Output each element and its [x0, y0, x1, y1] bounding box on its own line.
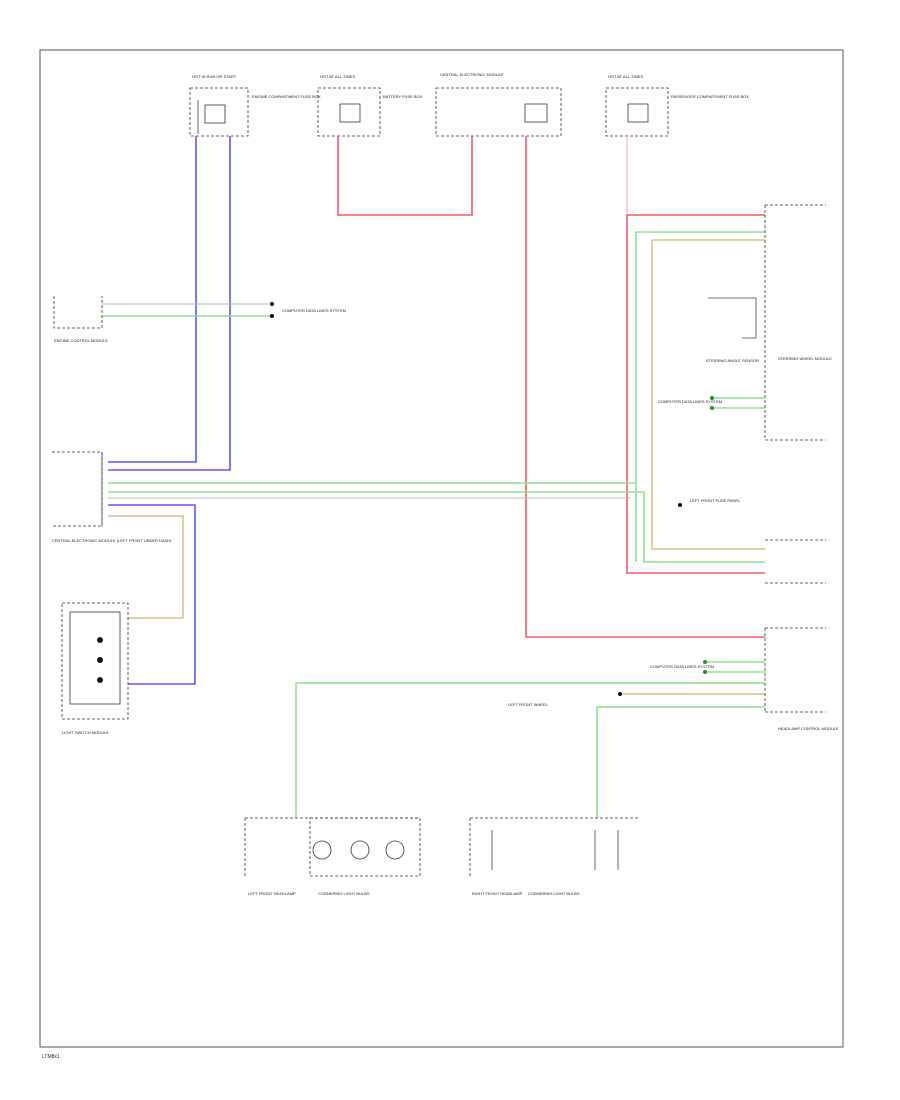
left-front-module [765, 539, 826, 584]
central-module-label: CENTRAL ELECTRONIC MODULE (LEFT FRONT UN… [52, 538, 172, 543]
fuse-box-2: HOT AT ALL TIMES BATTERY FUSE BOX [317, 74, 423, 137]
ref-right-2: LEFT FRONT FUSE PANEL [678, 498, 741, 507]
wire-blue-3 [108, 504, 196, 685]
fuse-box-1-desc: ENGINE COMPARTMENT FUSE BOX [252, 94, 321, 99]
fuse-box-4: HOT AT ALL TIMES PASSENGER COMPARTMENT F… [605, 74, 749, 137]
ref-right-1-label: COMPUTER DATA LINES SYSTEM [658, 399, 722, 404]
headlamp-module-label: HEADLAMP CONTROL MODULE [778, 726, 839, 731]
wire-blue-1 [108, 136, 197, 463]
left-headlamp: LEFT FRONT HEADLAMP CORNERING LIGHT BULB… [244, 817, 421, 896]
left-lamps-label: CORNERING LIGHT BULBS [318, 891, 370, 896]
steering-module: STEERING ANGLE SENSOR STEERING WHEEL MOD… [658, 204, 832, 441]
fuse-box-1: HOT IN RUN OR START ENGINE COMPARTMENT F… [189, 74, 321, 137]
engine-module-label: ENGINE CONTROL MODULE [54, 338, 108, 343]
fuse-box-4-label: HOT AT ALL TIMES [608, 74, 643, 79]
ref-right-3-label: LEFT FRONT WHEEL [508, 702, 549, 707]
fuse-box-3: CENTRAL ELECTRONIC MODULE [435, 72, 562, 137]
ref-right-4-label: COMPUTER DATA LINES SYSTEM [650, 664, 714, 669]
steering-angle-label: STEERING ANGLE SENSOR [706, 358, 759, 363]
fuse-box-3-label: CENTRAL ELECTRONIC MODULE [440, 72, 504, 77]
steering-module-label: STEERING WHEEL MODULE [778, 356, 832, 361]
steering-angle-wires [708, 297, 757, 339]
wire-green-6 [596, 706, 765, 818]
wire-blue-2 [108, 136, 231, 471]
ref-right-2-label: LEFT FRONT FUSE PANEL [690, 498, 741, 503]
footer-code: LTM8x1 [42, 1054, 60, 1060]
wire-red-2 [525, 136, 765, 638]
fuse-box-2-label: HOT AT ALL TIMES [320, 74, 355, 79]
fuse-box-1-label: HOT IN RUN OR START [192, 74, 237, 79]
wire-tan-3 [651, 240, 765, 550]
switch-module: LIGHT SWITCH MODULE [61, 602, 129, 735]
right-headlamp-label: RIGHT FRONT HEADLAMP [472, 891, 523, 896]
diagram-frame [39, 49, 844, 1048]
engine-module: ENGINE CONTROL MODULE [53, 296, 108, 343]
switch-module-label: LIGHT SWITCH MODULE [62, 730, 109, 735]
left-headlamp-label: LEFT FRONT HEADLAMP [248, 891, 296, 896]
wire-green-5 [295, 682, 765, 818]
wire-green-2 [108, 491, 765, 563]
ref-left-1-label: COMPUTER DATA LINES SYSTEM [282, 308, 346, 313]
ref-left-1: COMPUTER DATA LINES SYSTEM [270, 302, 346, 318]
right-lamps-label: CORNERING LIGHT BULBS [528, 891, 580, 896]
headlamp-module: HEADLAMP CONTROL MODULE COMPUTER DATA LI… [508, 627, 839, 731]
wire-green-1 [108, 231, 765, 484]
right-headlamp: RIGHT FRONT HEADLAMP CORNERING LIGHT BUL… [469, 817, 640, 896]
central-module: CENTRAL ELECTRONIC MODULE (LEFT FRONT UN… [52, 451, 172, 543]
wire-red-4 [626, 215, 765, 574]
fuse-box-4-desc: PASSENGER COMPARTMENT FUSE BOX [671, 94, 749, 99]
fuse-box-2-desc: BATTERY FUSE BOX [383, 94, 423, 99]
wire-red-1 [337, 136, 473, 216]
wire-tan-1 [108, 515, 184, 619]
